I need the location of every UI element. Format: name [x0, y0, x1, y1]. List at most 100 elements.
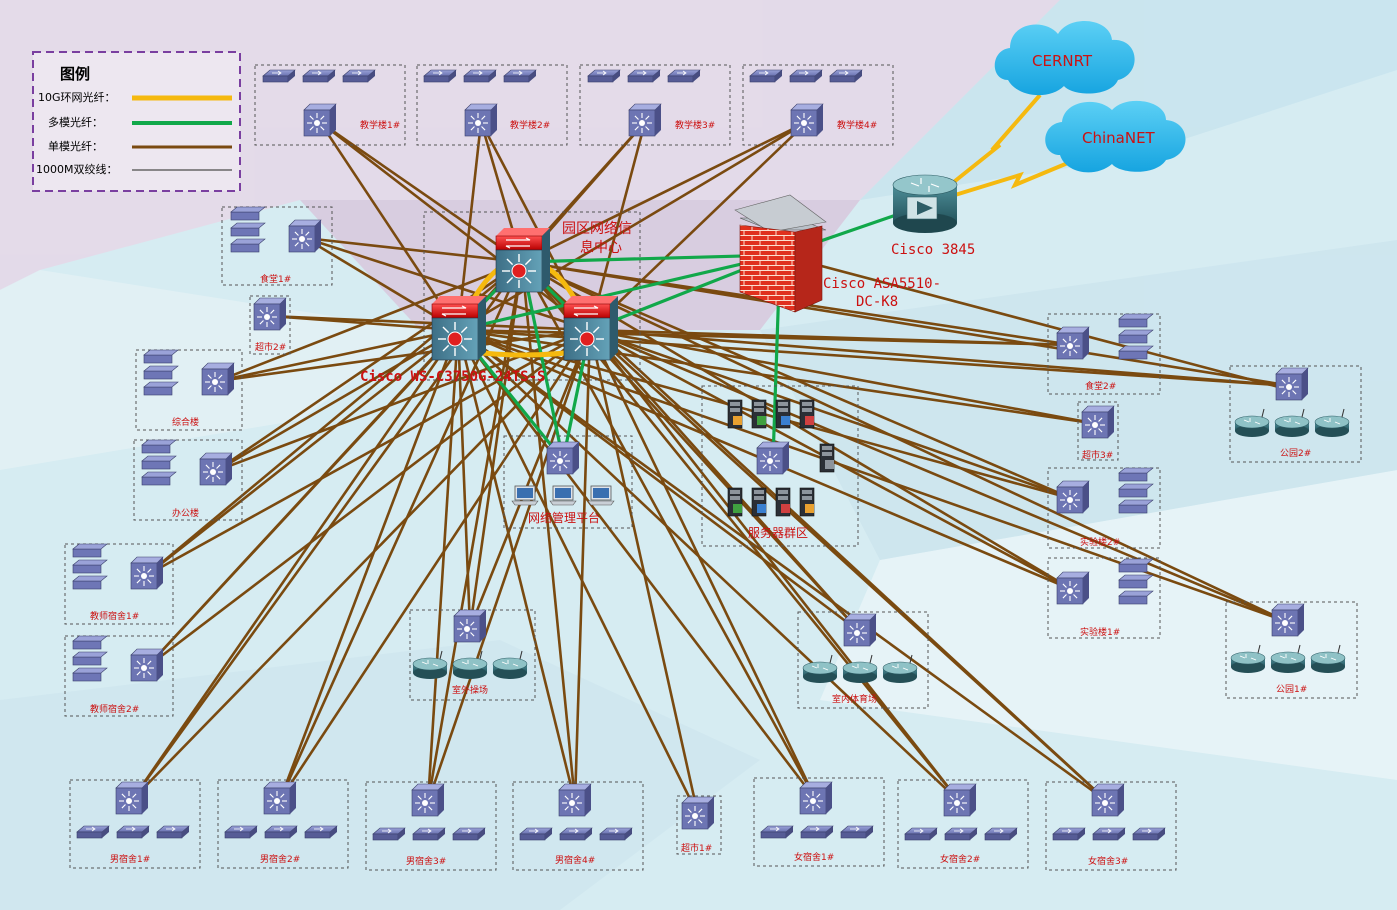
stack-switch-icon	[72, 667, 108, 682]
router-icon	[492, 650, 528, 679]
layer3-switch-icon	[115, 781, 149, 815]
site-label: 室内体育场	[832, 693, 877, 705]
single-mode-fiber-link	[589, 328, 1293, 388]
chinanet-label: ChinaNET	[1082, 129, 1156, 147]
site-box	[1047, 557, 1161, 639]
site-box	[64, 543, 174, 625]
site-label: 公园2#	[1280, 448, 1311, 459]
site-box	[797, 611, 929, 709]
site-box	[676, 795, 722, 855]
access-switch-icon	[116, 825, 150, 839]
stack-switch-icon	[72, 575, 108, 590]
site-label: 食堂1#	[260, 273, 291, 285]
site-box	[753, 777, 885, 867]
single-mode-fiber-link	[456, 329, 700, 816]
stack-switch-icon	[1118, 590, 1154, 605]
router-label: Cisco 3845	[891, 242, 975, 258]
core-switch-icon	[431, 296, 486, 361]
single-mode-fiber-link	[457, 329, 961, 803]
server-icon	[727, 487, 743, 517]
legend-title: 图例	[60, 65, 90, 83]
site-box	[742, 64, 894, 146]
layer3-switch-icon	[1271, 603, 1305, 637]
stack-switch-icon	[1118, 329, 1154, 344]
cloud-chinanet: ChinaNET	[1045, 100, 1186, 173]
single-mode-fiber-link	[426, 329, 592, 803]
stack-switch-icon	[1118, 313, 1154, 328]
core-area-box	[423, 211, 641, 381]
router-3845-icon	[892, 174, 958, 233]
site-label: 女宿舍3#	[1088, 855, 1128, 867]
router-icon	[1234, 408, 1270, 437]
layer3-switch-icon	[1275, 367, 1309, 401]
center-label-line2: 息中心	[580, 239, 622, 256]
stack-switch-icon	[72, 635, 108, 650]
site-box	[416, 64, 568, 146]
access-switch-icon	[760, 825, 794, 839]
stack-switch-icon	[72, 559, 108, 574]
layer3-switch-icon	[628, 103, 662, 137]
access-switch-icon	[463, 69, 497, 83]
single-mode-fiber-link	[456, 329, 577, 803]
legend-label-multimode: 多模光纤：	[48, 115, 103, 129]
access-switch-icon	[1052, 827, 1086, 841]
single-mode-fiber-link	[131, 329, 591, 801]
access-switch-icon	[1132, 827, 1166, 841]
access-switch-icon	[904, 827, 938, 841]
site-label: 男宿舍1#	[110, 853, 150, 865]
server-icon	[751, 487, 767, 517]
site-box	[365, 781, 497, 871]
site-label: 公园1#	[1276, 684, 1307, 695]
multimode-fiber-link	[457, 253, 781, 332]
site-box	[217, 779, 349, 869]
single-mode-fiber-link	[217, 328, 459, 383]
legend-label-singlemode: 单模光纤：	[48, 139, 103, 153]
site-label: 教师宿舍1#	[90, 610, 139, 622]
access-switch-icon	[423, 69, 457, 83]
wan-links	[948, 93, 1076, 197]
router-icon	[842, 654, 878, 683]
layer3-switch-icon	[130, 556, 164, 590]
single-mode-fiber-link	[304, 236, 523, 264]
single-mode-fiber-link	[278, 329, 592, 801]
site-box	[64, 635, 174, 717]
access-switch-icon	[519, 827, 553, 841]
layer3-switch-icon	[558, 783, 592, 817]
single-mode-fiber-link	[304, 236, 591, 332]
layer3-switch-icon	[464, 103, 498, 137]
access-switch-icon	[224, 825, 258, 839]
access-switch-icon	[156, 825, 190, 839]
stack-switch-icon	[1118, 467, 1154, 482]
access-switch-icon	[627, 69, 661, 83]
single-mode-fiber-link	[319, 120, 523, 264]
access-switch-icon	[452, 827, 486, 841]
access-switch-icon	[800, 825, 834, 839]
legend-label-10g: 10G环网光纤：	[38, 90, 116, 104]
layer3-switch-icon	[1091, 783, 1125, 817]
site-label: 教师宿舍2#	[90, 703, 139, 715]
layer3-switch-icon	[1081, 405, 1115, 439]
layer3-switch-icon	[681, 796, 715, 830]
devices	[72, 69, 1350, 841]
stack-switch-icon	[1118, 574, 1154, 589]
firewall-label-line2: DC-K8	[856, 294, 898, 310]
stack-switch-icon	[143, 381, 179, 396]
single-mode-fiber-link	[217, 328, 591, 383]
site-label: 综合楼	[172, 416, 199, 428]
layer3-switch-icon	[199, 452, 233, 486]
single-mode-fiber-link	[456, 121, 483, 331]
router-icon	[412, 650, 448, 679]
server-icon	[751, 399, 767, 429]
access-switch-icon	[372, 827, 406, 841]
stack-switch-icon	[72, 651, 108, 666]
stack-switch-icon	[230, 222, 266, 237]
stack-switch-icon	[141, 439, 177, 454]
stack-switch-icon	[143, 349, 179, 364]
router-icon	[1274, 408, 1310, 437]
access-switch-icon	[264, 825, 298, 839]
single-mode-fiber-link	[520, 261, 577, 803]
router-icon	[452, 650, 488, 679]
router-icon	[882, 654, 918, 683]
router-icon	[1314, 408, 1350, 437]
server-icon	[799, 399, 815, 429]
